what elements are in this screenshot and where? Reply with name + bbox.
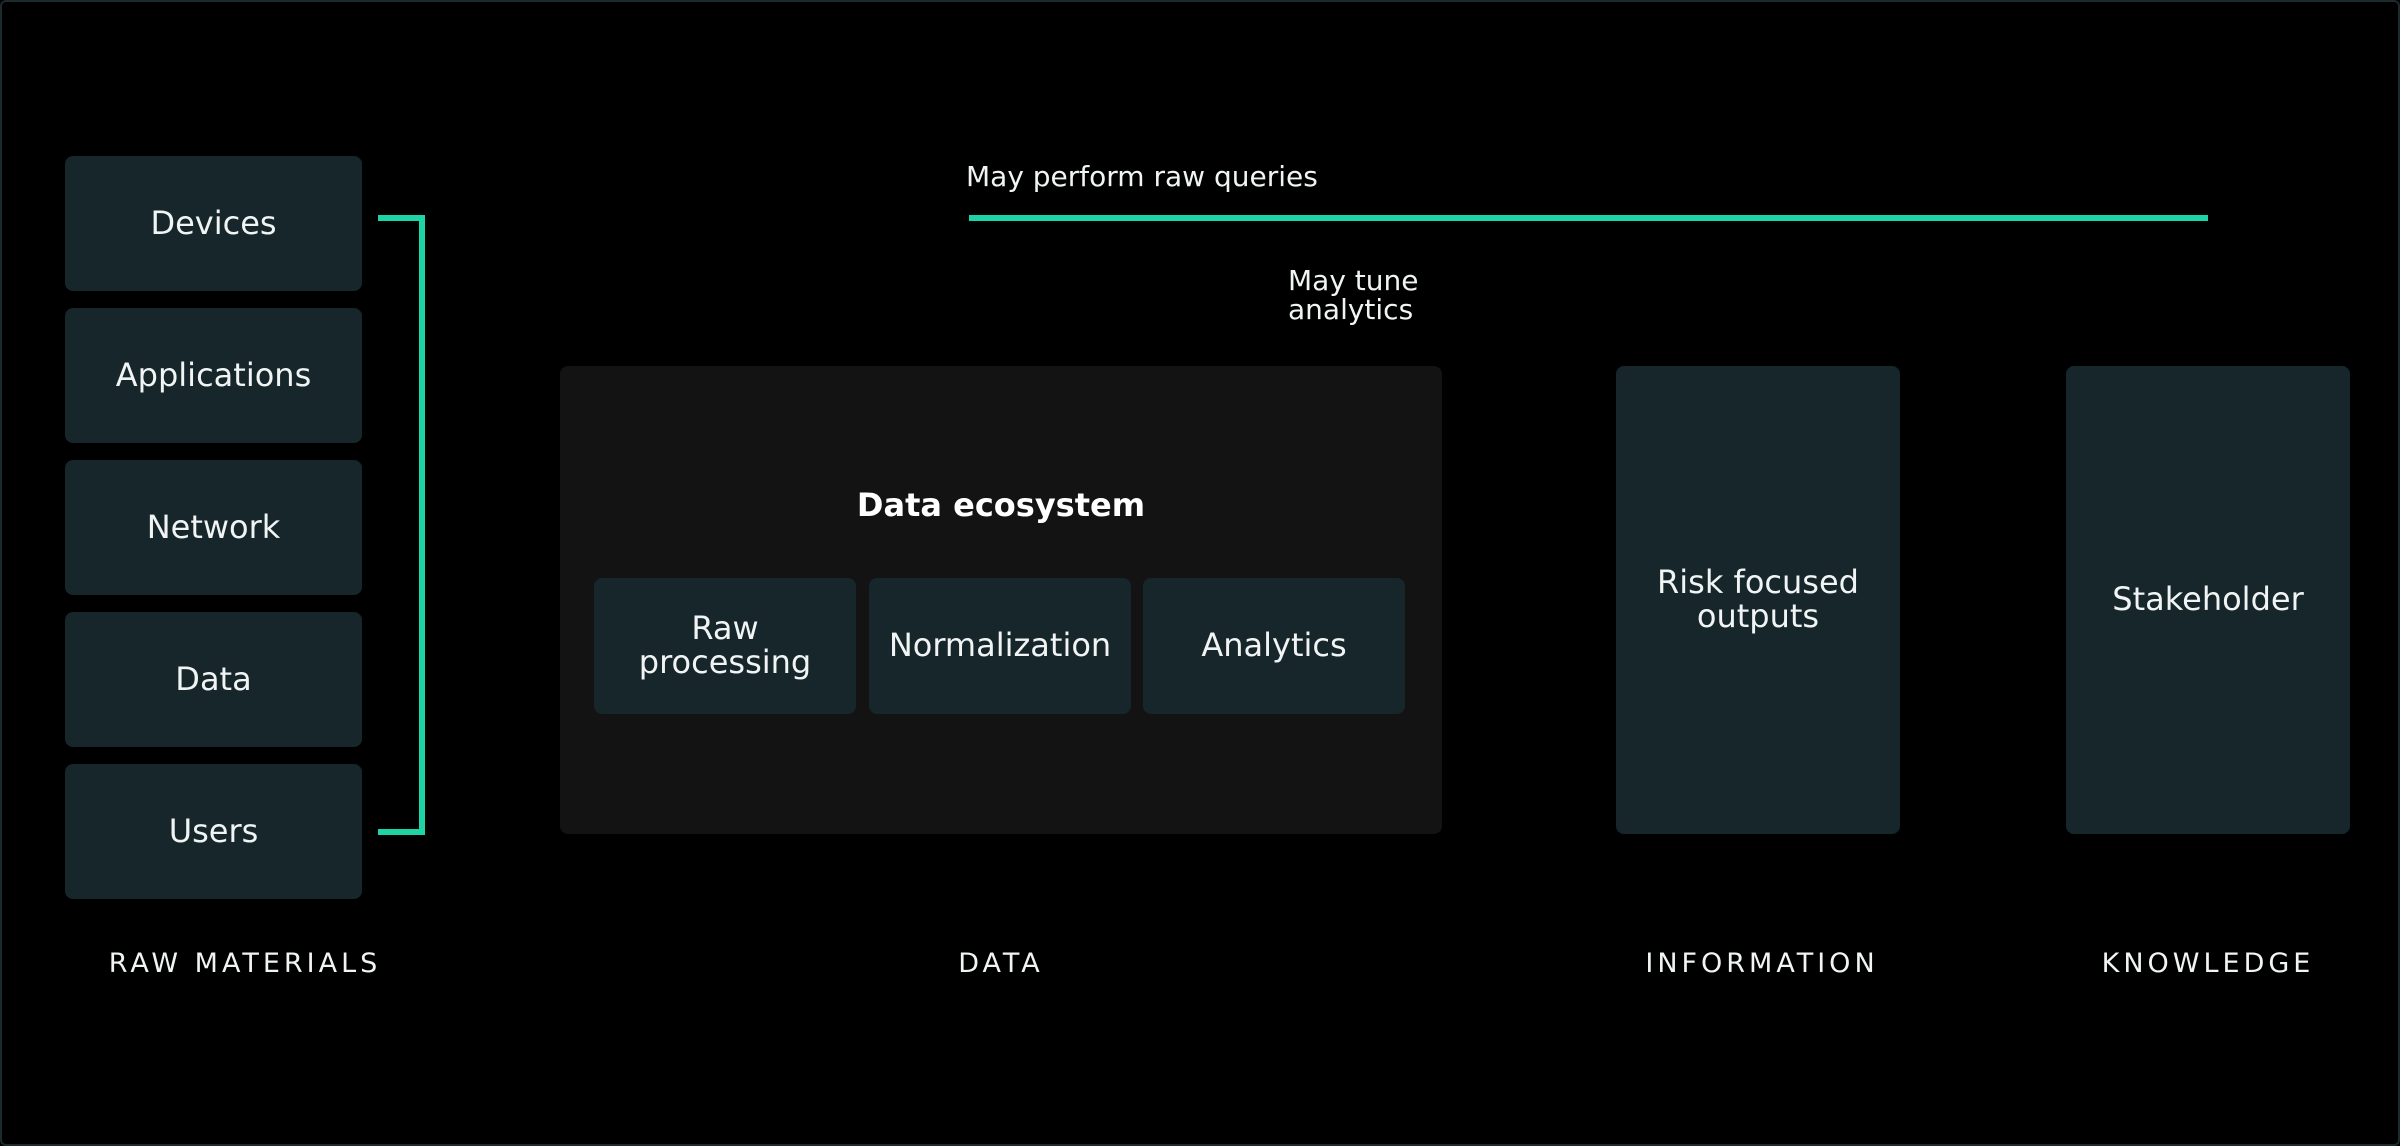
step-normalization: Normalization — [869, 578, 1131, 714]
raw-material-users: Users — [65, 764, 362, 899]
step-analytics: Analytics — [1143, 578, 1405, 714]
annotation-tune-analytics: May tune analytics — [1288, 264, 1419, 327]
data-ecosystem-title: Data ecosystem — [856, 486, 1146, 524]
raw-material-devices: Devices — [65, 156, 362, 291]
step-raw-processing: Raw processing — [594, 578, 856, 714]
raw-material-applications: Applications — [65, 308, 362, 443]
raw-material-network: Network — [65, 460, 362, 595]
knowledge-stakeholder: Stakeholder — [2066, 366, 2350, 834]
raw-materials-bracket — [378, 215, 425, 835]
stage-label-data: DATA — [958, 948, 1044, 979]
annotation-raw-queries: May perform raw queries — [966, 160, 1318, 193]
stage-label-information: INFORMATION — [1645, 948, 1879, 979]
stage-label-knowledge: KNOWLEDGE — [2101, 948, 2315, 979]
raw-material-data: Data — [65, 612, 362, 747]
information-risk-focused-outputs: Risk focused outputs — [1616, 366, 1900, 834]
stage-label-raw-materials: RAW MATERIALS — [108, 948, 382, 979]
